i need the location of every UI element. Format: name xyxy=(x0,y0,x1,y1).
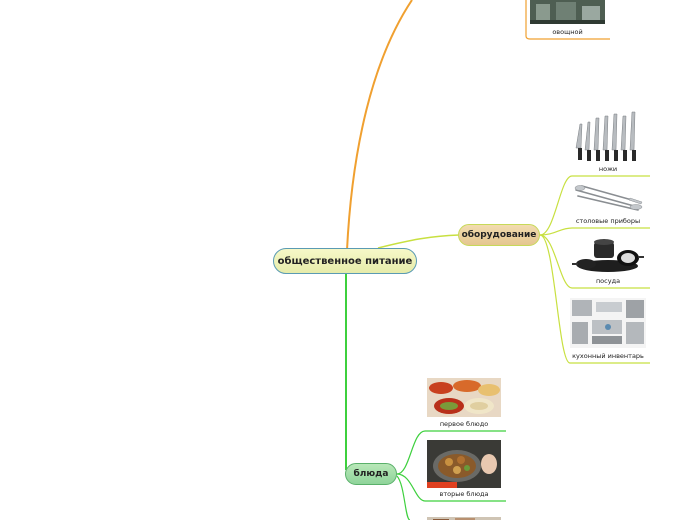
knives-image xyxy=(572,110,644,162)
first-dish-image xyxy=(427,378,501,417)
branch-node-equipment[interactable]: оборудование xyxy=(458,224,540,246)
leaf-label-vegetable: овощной xyxy=(552,28,583,36)
kitchen-inventory-image xyxy=(570,298,646,348)
connector-cutlery xyxy=(539,227,650,236)
leaf-label-knives: ножи xyxy=(598,165,618,173)
branch-label-dishes: блюда xyxy=(353,469,389,479)
connector-cookware xyxy=(539,234,650,289)
second-dish-image xyxy=(427,440,501,488)
branch-label-equipment: оборудование xyxy=(461,230,537,240)
third-dish-image xyxy=(427,511,501,520)
connector-inventory xyxy=(539,234,650,364)
vegetable-shop-image xyxy=(530,0,605,24)
leaf-label-second-dish: вторые блюда xyxy=(439,490,489,498)
connector-orange xyxy=(346,0,413,251)
leaf-label-cookware: посуда xyxy=(595,277,621,285)
cutlery-image xyxy=(572,184,644,214)
root-node[interactable]: общественное питание xyxy=(273,248,417,274)
leaf-label-kitchen-inventory: кухонный инвентарь xyxy=(572,352,644,360)
branch-node-dishes[interactable]: блюда xyxy=(345,463,397,485)
connector-second-dish xyxy=(396,473,506,502)
connector-orange-leaf xyxy=(525,0,610,40)
leaf-label-first-dish: первое блюдо xyxy=(439,420,489,428)
connector-third-dish xyxy=(396,475,411,520)
connector-knives xyxy=(539,175,650,236)
connector-first-dish xyxy=(396,430,506,475)
leaf-label-cutlery: столовые приборы xyxy=(575,217,641,225)
root-label: общественное питание xyxy=(277,255,413,267)
cookware-image xyxy=(572,236,644,276)
connector-equipment xyxy=(377,234,460,249)
